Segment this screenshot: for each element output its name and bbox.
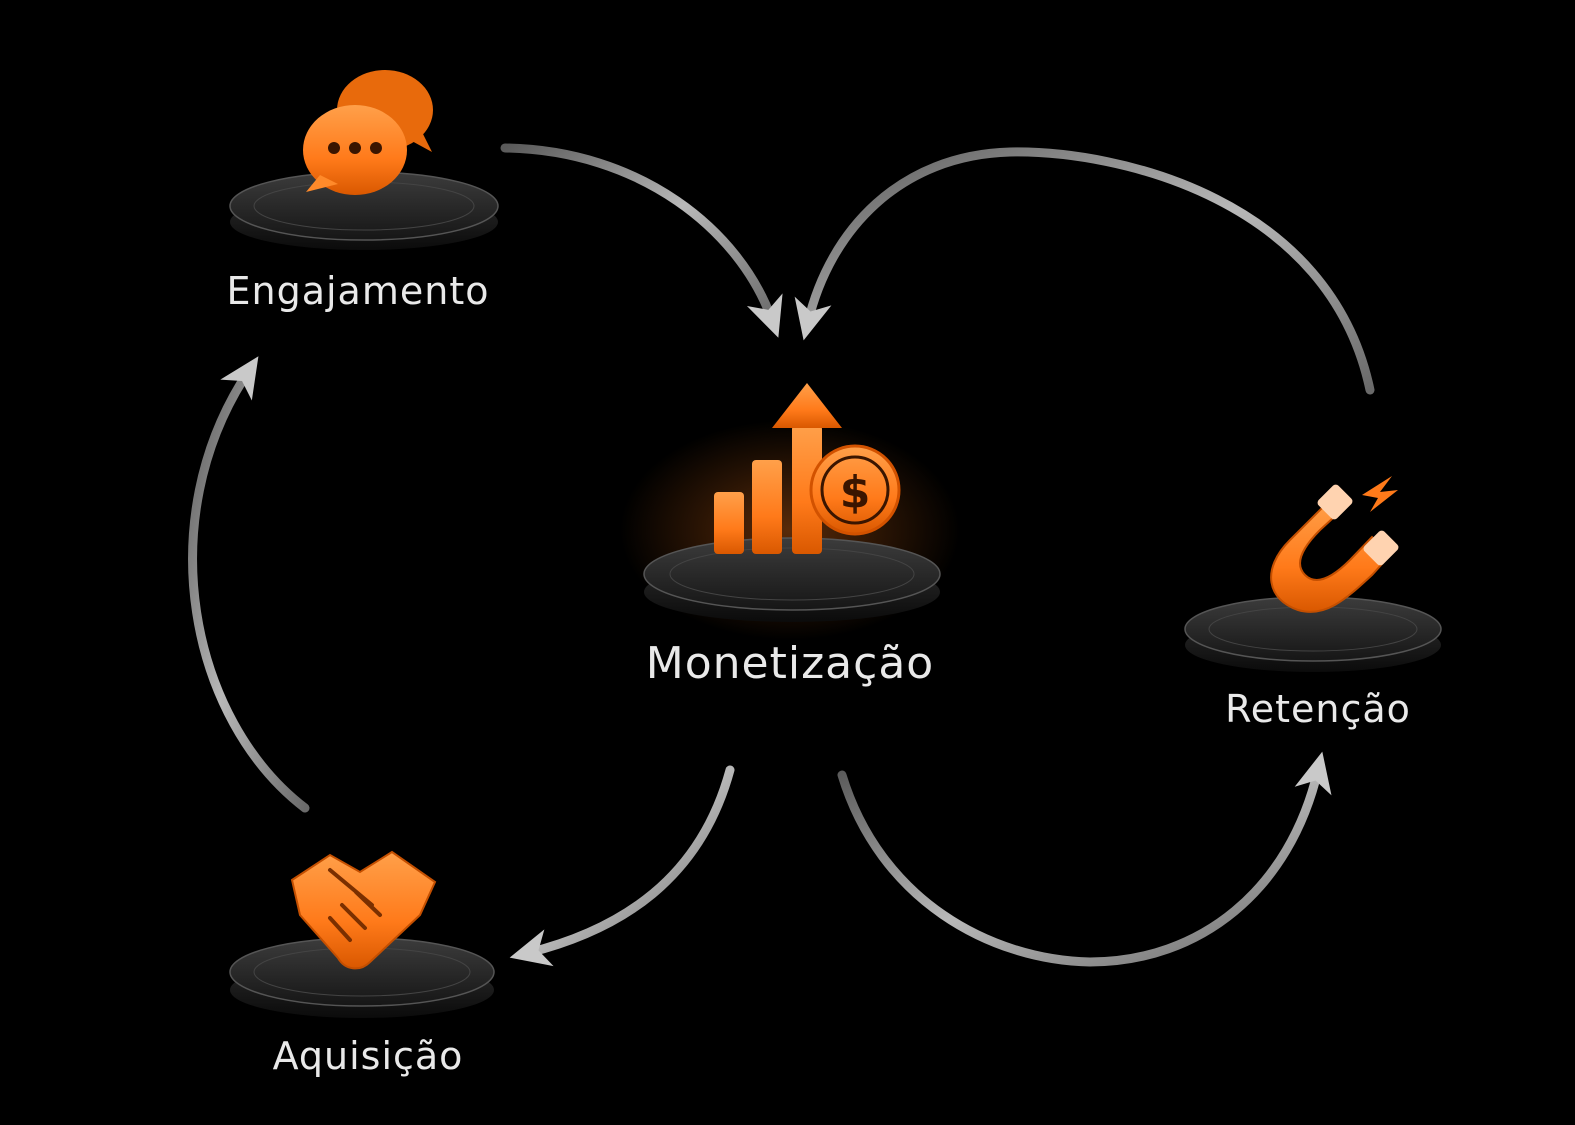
node-label-acquisition: Aquisição [273, 1034, 464, 1078]
node-acquisition: Aquisição [229, 850, 495, 1078]
node-label-monetization: Monetização [646, 638, 934, 689]
platform [1184, 596, 1442, 672]
node-monetization: $ Monetização [620, 383, 960, 689]
arrow-retention-to-monetization [794, 147, 1375, 395]
platform [643, 537, 941, 622]
node-engagement: Engajamento [227, 70, 499, 313]
growth-chart-dollar-icon: $ [714, 383, 901, 554]
node-label-retention: Retenção [1225, 687, 1411, 731]
platform [229, 171, 499, 250]
magnet-icon [1270, 476, 1399, 613]
flow-arrows [188, 143, 1375, 967]
arrow-acquisition-to-engagement [188, 356, 310, 813]
platform [229, 937, 495, 1018]
svg-text:$: $ [840, 467, 871, 518]
chat-bubbles-icon [303, 70, 433, 195]
node-retention: Retenção [1184, 476, 1442, 731]
arrow-engagement-to-monetization [500, 143, 783, 338]
arrow-monetization-to-retention [837, 751, 1332, 967]
arrow-monetization-to-acquisition [509, 765, 735, 967]
node-label-engagement: Engajamento [227, 269, 490, 313]
handshake-icon [290, 850, 437, 970]
